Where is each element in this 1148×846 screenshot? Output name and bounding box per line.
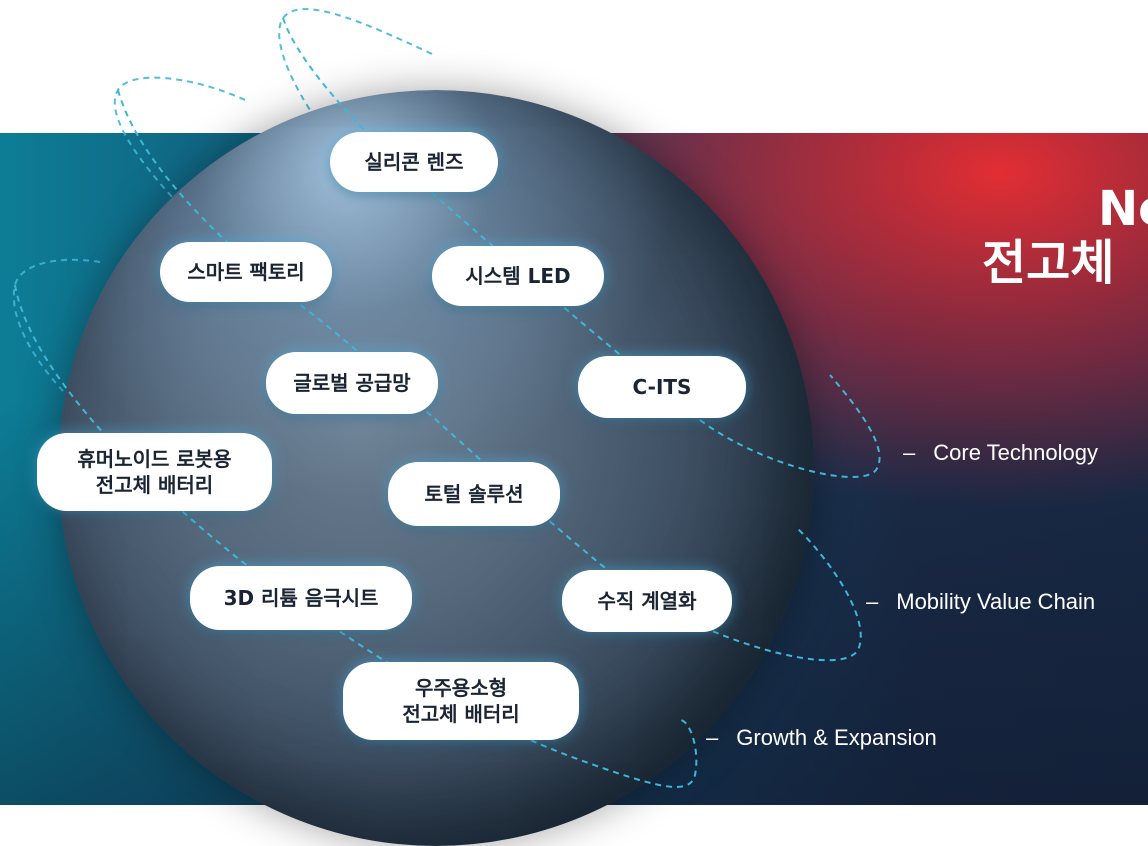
bubble-global-supply-chain: 글로벌 공급망 (266, 352, 438, 414)
bubble-c-its: C-ITS (578, 356, 746, 418)
bubble-smart-factory: 스마트 팩토리 (160, 242, 332, 302)
category-dash: – (903, 440, 916, 465)
category-core-technology: –Core Technology (903, 440, 1098, 466)
bubble-3d-lithium-anode: 3D 리튬 음극시트 (190, 566, 412, 630)
bubble-space-battery: 우주용소형 전고체 배터리 (343, 662, 579, 740)
bubble-total-solution: 토털 솔루션 (388, 462, 560, 526)
bubble-system-led: 시스템 LED (432, 246, 604, 306)
category-label: Core Technology (933, 440, 1098, 465)
category-growth-expansion: –Growth & Expansion (706, 725, 937, 751)
bubble-humanoid-robot-battery: 휴머노이드 로봇용 전고체 배터리 (37, 433, 272, 511)
category-label: Growth & Expansion (736, 725, 937, 750)
category-dash: – (866, 589, 879, 614)
page-title-line2: 전고체 (982, 235, 1115, 291)
page-title-line1: Ne (1098, 181, 1148, 237)
bubble-silicon-lens: 실리콘 렌즈 (330, 132, 498, 192)
category-mobility-value-chain: –Mobility Value Chain (866, 589, 1095, 615)
category-label: Mobility Value Chain (896, 589, 1096, 614)
bubble-vertical-integration: 수직 계열화 (562, 570, 732, 632)
category-dash: – (706, 725, 719, 750)
